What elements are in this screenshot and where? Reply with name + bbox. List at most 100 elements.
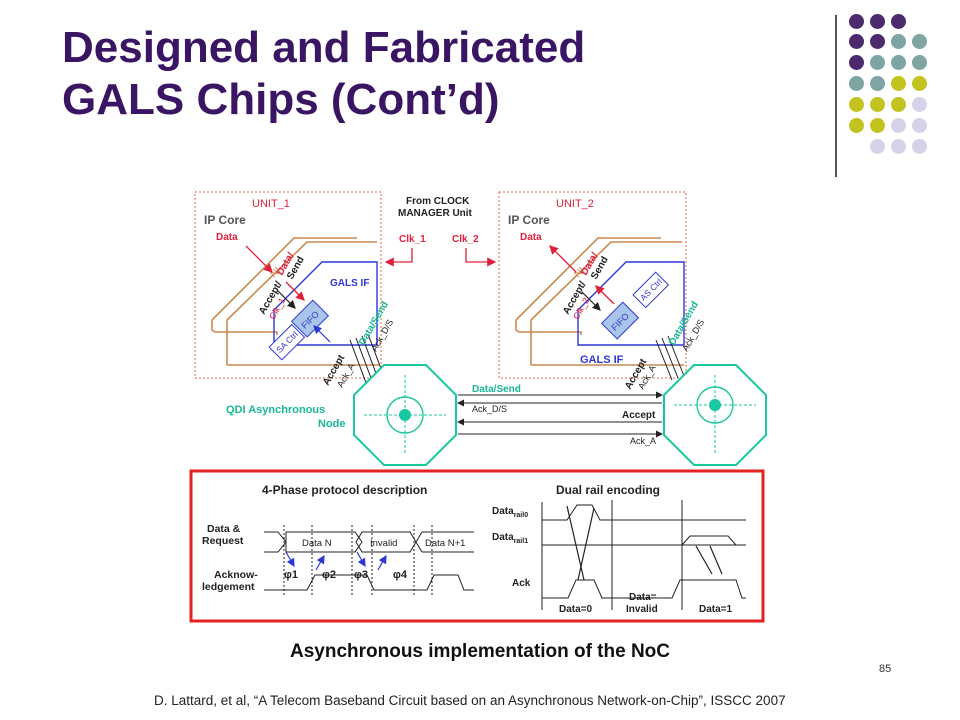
protocol-ack-2: ledgement [202, 581, 255, 593]
unit1-fifo-arrow [313, 325, 331, 343]
dualrail-data1: Datarail1 [492, 532, 528, 545]
decor-dot [849, 76, 864, 91]
protocol-phase-arrows [285, 551, 387, 571]
unit2-ni-outline [530, 241, 684, 366]
protocol-phi2: φ2 [322, 569, 336, 581]
unit2-node-links [655, 335, 685, 381]
unit1-ni-outline [226, 241, 380, 366]
protocol-phi3: φ3 [354, 569, 368, 581]
unit2-ip-core-label: IP Core [508, 213, 550, 227]
link-ack-ds-label: Ack_D/S [472, 404, 507, 414]
decor-dot [912, 97, 927, 112]
unit1-ip-core-label: IP Core [204, 213, 246, 227]
unit1-accept-arrow [276, 289, 296, 309]
decor-dot [849, 97, 864, 112]
qdi-node-2 [663, 364, 767, 466]
protocol-phi4: φ4 [393, 569, 408, 581]
qdi-node-label-2: Node [318, 418, 346, 430]
clock-manager-label-2: MANAGER Unit [398, 208, 473, 219]
dualrail-data1-label: Data=1 [699, 604, 733, 615]
title-divider-line [835, 15, 837, 177]
decor-dot [849, 14, 864, 29]
decor-dot [912, 76, 927, 91]
unit1-border [194, 191, 382, 379]
decor-dot [891, 34, 906, 49]
unit1-data-label: Data [216, 232, 238, 243]
protocol-data-request-1: Data & [207, 523, 241, 535]
protocol-title: 4-Phase protocol description [262, 483, 427, 497]
unit2-border [498, 191, 687, 379]
unit1-ip-core-outline [211, 237, 357, 335]
unit1-gals-if-label: GALS IF [330, 278, 369, 289]
protocol-invalid: Invalid [370, 538, 397, 549]
decor-dot [891, 76, 906, 91]
dualrail-invalid-label-1: Data= [629, 592, 657, 603]
dualrail-data0: Datarail0 [492, 506, 528, 519]
link-ack-a-label: Ack_A [630, 436, 656, 446]
protocol-data-n: Data N [302, 538, 332, 549]
unit1-label: UNIT_1 [252, 198, 290, 210]
decor-dot [912, 118, 927, 133]
link-data-send-label: Data/Send [472, 384, 521, 395]
decor-dot [891, 14, 906, 29]
decor-dot [870, 97, 885, 112]
title-line-1: Designed and Fabricated [62, 23, 586, 72]
decorative-dot-grid [846, 14, 946, 164]
inter-node-links [457, 391, 663, 438]
figure-caption: Asynchronous implementation of the NoC [289, 641, 671, 662]
decor-dot [912, 139, 927, 154]
decor-dot [870, 118, 885, 133]
unit1-data-send-arrow [285, 281, 305, 301]
clock-manager-label-1: From CLOCK [406, 196, 470, 207]
citation: D. Lattard, et al, “A Telecom Baseband C… [154, 693, 786, 708]
decor-dot [891, 97, 906, 112]
slide-title: Designed and Fabricated GALS Chips (Cont… [62, 22, 782, 126]
unit1-gals-if-box [273, 261, 378, 346]
unit2-data-send-arrow [595, 285, 615, 305]
protocol-waveform [264, 525, 474, 595]
decor-dot [870, 55, 885, 70]
decor-dot [870, 139, 885, 154]
decor-dot [849, 55, 864, 70]
unit2-accept-arrow [581, 291, 601, 311]
dualrail-waveform [541, 500, 746, 610]
unit2-gals-if-box [577, 261, 685, 346]
clk1-label: Clk_1 [399, 234, 426, 245]
decor-dot [912, 55, 927, 70]
protocol-ack-1: Acknow- [214, 569, 258, 581]
decor-dot [891, 139, 906, 154]
protocol-phi1: φ1 [284, 569, 298, 581]
dualrail-title: Dual rail encoding [556, 483, 660, 497]
decor-dot [870, 14, 885, 29]
clk1-arrow [384, 248, 413, 267]
decor-dot [912, 34, 927, 49]
decor-dot [891, 55, 906, 70]
unit2-gals-if-label: GALS IF [580, 354, 624, 366]
dualrail-invalid-label-2: Invalid [626, 604, 658, 615]
decor-dot [849, 34, 864, 49]
clk2-label: Clk_2 [452, 234, 479, 245]
qdi-node-label-1: QDI Asynchronous [226, 404, 325, 416]
page-number: 85 [879, 663, 892, 675]
title-line-2: GALS Chips (Cont’d) [62, 75, 500, 124]
dualrail-data0-label: Data=0 [559, 604, 593, 615]
protocol-data-n1: Data N+1 [425, 538, 465, 549]
qdi-node-1 [353, 364, 457, 466]
noc-diagram-svg: UNIT_1 IP Core Data NI GALS IF FIFO SA C… [189, 191, 767, 623]
unit2-fifo: FIFO [600, 301, 640, 340]
unit2-data-arrow [549, 245, 577, 273]
unit2-as-ctrl: AS Ctrl [632, 271, 670, 309]
unit2-label: UNIT_2 [556, 198, 594, 210]
unit2-ip-core-outline [515, 237, 661, 335]
noc-diagram-figure: UNIT_1 IP Core Data NI GALS IF FIFO SA C… [182, 180, 782, 625]
clk2-arrow [465, 248, 497, 267]
decor-dot [849, 118, 864, 133]
unit2-data-label: Data [520, 232, 542, 243]
unit1-data-arrow [245, 245, 273, 273]
decor-dot [870, 76, 885, 91]
decor-dot [870, 34, 885, 49]
decor-dot [891, 118, 906, 133]
protocol-data-request-2: Request [202, 535, 244, 547]
link-accept-label: Accept [622, 410, 656, 421]
dualrail-ack: Ack [512, 578, 531, 589]
